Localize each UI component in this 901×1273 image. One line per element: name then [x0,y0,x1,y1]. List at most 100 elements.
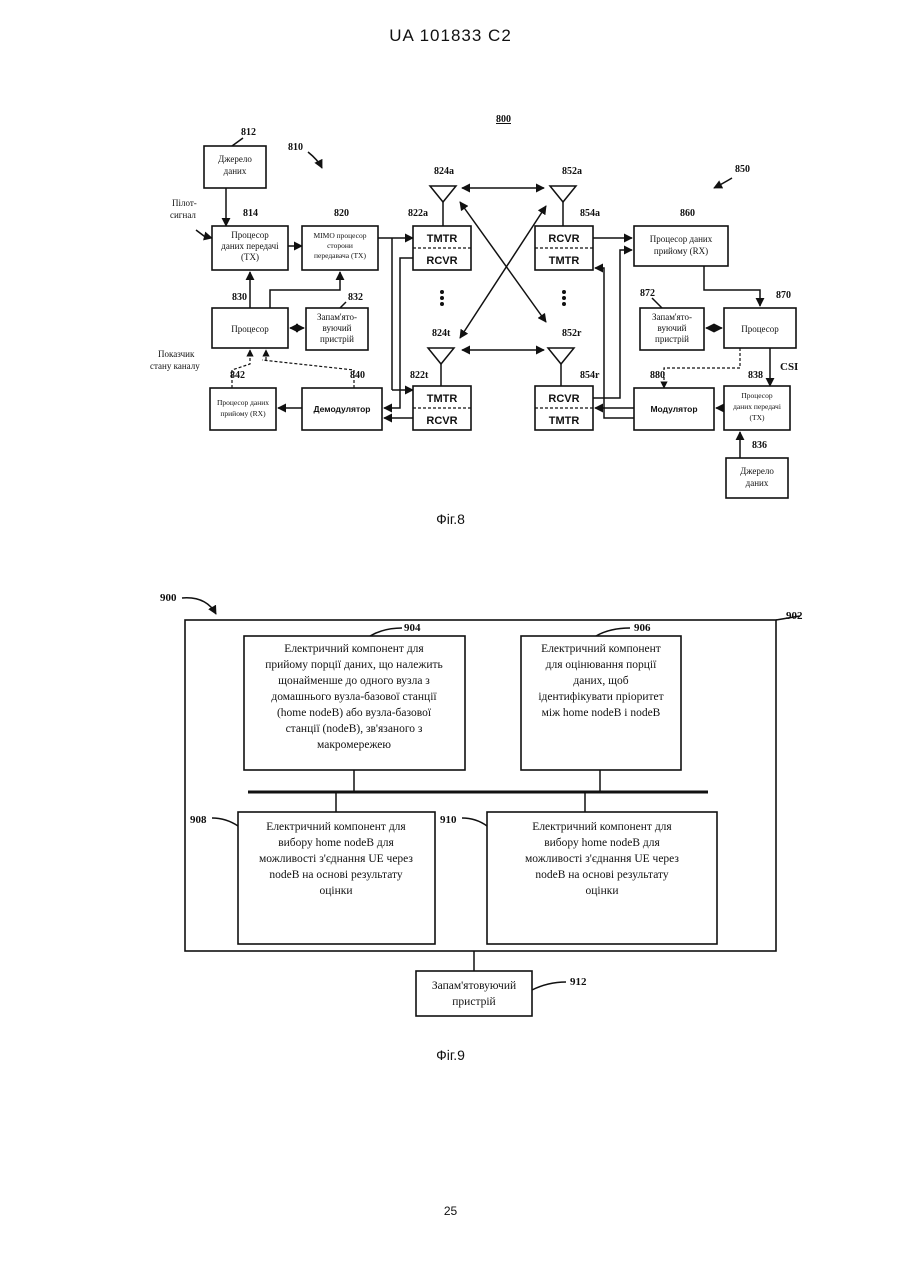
rx-data-processor-tx-line2: прийому (RX) [220,409,266,418]
ref-850: 850 [735,164,750,175]
memory-912-box [416,971,532,1016]
ref-838: 838 [748,370,763,381]
component-906-line5: між home nodeB і nodeB [542,707,661,719]
component-908-line3: можливості з'єднання UE через [259,853,413,865]
tx-data-processor-line3: (TX) [241,252,259,262]
component-910-line1: Електричний компонент для [532,821,672,833]
rx-data-processor-tx-line1: Процесор даних [217,398,269,407]
component-904-line5: (home nodeB) або вузла-базової [277,707,432,719]
figure-8-caption: Фіг.8 [0,511,901,527]
ref-860: 860 [680,208,695,219]
antenna-824t-icon [428,348,454,364]
component-906-box [521,636,681,770]
receiver-r-bottom: TMTR [549,415,580,427]
page-number: 25 [0,1204,901,1218]
ref-824a: 824a [434,166,454,177]
ref-842: 842 [230,370,245,381]
pilot-signal-line2: сигнал [170,210,196,220]
tx-data-processor-line1: Процесор [231,230,269,240]
component-904-line1: Електричний компонент для [284,643,424,655]
transceiver-a-top: TMTR [427,233,458,245]
modulator-label: Модулятор [650,404,697,414]
ref-830: 830 [232,292,247,303]
memory-tx-line2: вуючий [323,323,352,333]
ref-900: 900 [160,592,177,604]
memory-tx-line1: Запам'ято- [317,312,357,322]
ref-912: 912 [570,976,587,988]
data-source-rx-line1: Джерело [740,466,774,476]
component-904-line3: щонайменше до одного вузла з [278,675,430,687]
ref-800: 800 [496,114,511,125]
ref-814: 814 [243,208,258,219]
component-904-line2: прийому порції даних, що належить [265,659,443,671]
ref-836: 836 [752,440,767,451]
ref-904: 904 [404,622,421,634]
ref-852a: 852a [562,166,582,177]
figure-9: 900 902 904 Електричний компонент для пр… [160,592,803,1016]
ref-906: 906 [634,622,651,634]
component-910-line4: nodeB на основі результату [535,869,669,881]
memory-912-line2: пристрій [452,996,495,1008]
component-910-line5: оцінки [586,885,619,897]
receiver-a-bottom: TMTR [549,255,580,267]
ref-910: 910 [440,814,457,826]
ref-820: 820 [334,208,349,219]
component-906-line1: Електричний компонент [541,643,661,655]
memory-912-line1: Запам'ятовуючий [432,980,516,992]
tx-data-processor-line2: даних передачі [221,241,279,251]
processor-rx-label: Процесор [741,324,779,334]
ref-824t: 824t [432,328,451,339]
figure-8: 800 810 850 812 Джерело даних Пілот- сиг… [150,114,798,498]
transceiver-t-bottom: RCVR [426,415,457,427]
data-source-rx-line2: даних [746,478,769,488]
channel-state-line1: Показчик [158,349,195,359]
antenna-852a-icon [550,186,576,202]
ref-810: 810 [288,142,303,153]
ref-870: 870 [776,290,791,301]
component-904-line4: домашнього вузла-базової станції [271,691,437,703]
component-904-line7: макромережею [317,739,391,751]
receiver-a-top: RCVR [548,233,579,245]
component-908-line1: Електричний компонент для [266,821,406,833]
component-908-line2: вибору home nodeB для [278,837,394,849]
tx-data-processor-rx-line1: Процесор [741,391,773,400]
data-source-tx-line1: Джерело [218,154,252,164]
memory-rx-line2: вуючий [658,323,687,333]
memory-rx-line3: пристрій [655,334,689,344]
pilot-signal-line1: Пілот- [172,198,197,208]
mimo-processor-line1: MIMO процесор [314,231,367,240]
ref-872: 872 [640,288,655,299]
component-910-line3: можливості з'єднання UE через [525,853,679,865]
mimo-processor-line2: сторони [327,241,353,250]
ref-832: 832 [348,292,363,303]
data-source-tx-line2: даних [224,166,247,176]
ref-822a: 822a [408,208,428,219]
ref-854r: 854r [580,370,600,381]
ref-812: 812 [241,127,256,138]
demodulator-label: Демодулятор [314,404,371,414]
ref-822t: 822t [410,370,429,381]
component-904-line6: станції (nodeB), зв'язаного з [286,723,423,735]
component-906-line3: даних, щоб [573,675,628,687]
ref-880: 880 [650,370,665,381]
antenna-852r-icon [548,348,574,364]
channel-state-line2: стану каналу [150,361,200,371]
csi-label: CSI [780,361,798,373]
component-910-line2: вибору home nodeB для [544,837,660,849]
memory-tx-line3: пристрій [320,334,354,344]
tx-data-processor-rx-line2: даних передачі [733,402,781,411]
mimo-processor-line3: передавача (TX) [314,251,366,260]
ref-840: 840 [350,370,365,381]
receiver-r-top: RCVR [548,393,579,405]
rx-data-processor-rx-line1: Процесор даних [650,234,713,244]
ref-854a: 854a [580,208,600,219]
antenna-824a-icon [430,186,456,202]
rx-data-processor-rx-line2: прийому (RX) [654,246,708,256]
component-906-line2: для оцінювання порції [546,659,657,671]
processor-tx-label: Процесор [231,324,269,334]
tx-data-processor-rx-line3: (TX) [750,413,765,422]
transceiver-a-bottom: RCVR [426,255,457,267]
ref-908: 908 [190,814,207,826]
ref-902: 902 [786,610,803,622]
